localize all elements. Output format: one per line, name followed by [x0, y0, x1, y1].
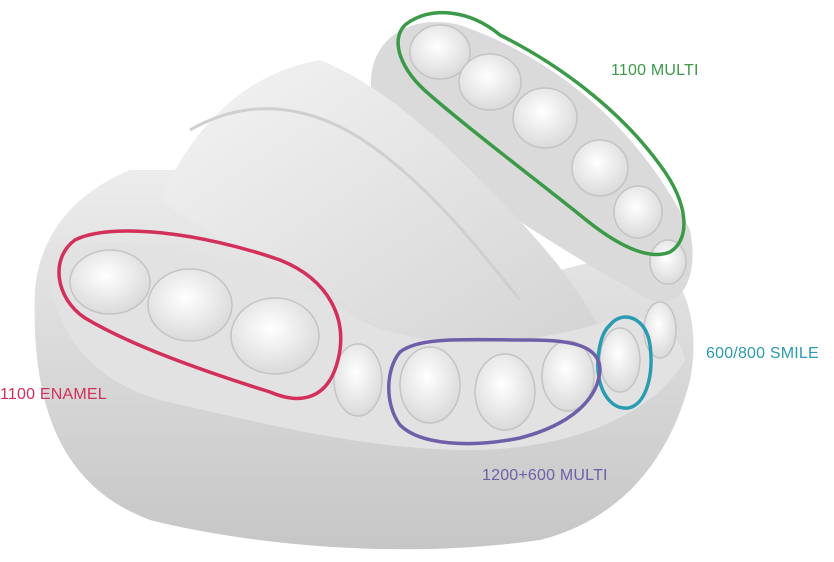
label-1100-enamel: 1100 ENAMEL: [0, 386, 107, 404]
label-1100-multi: 1100 MULTI: [611, 62, 699, 80]
label-600-800-smile: 600/800 SMILE: [706, 345, 819, 363]
label-1200-600-multi: 1200+600 MULTI: [482, 467, 608, 485]
